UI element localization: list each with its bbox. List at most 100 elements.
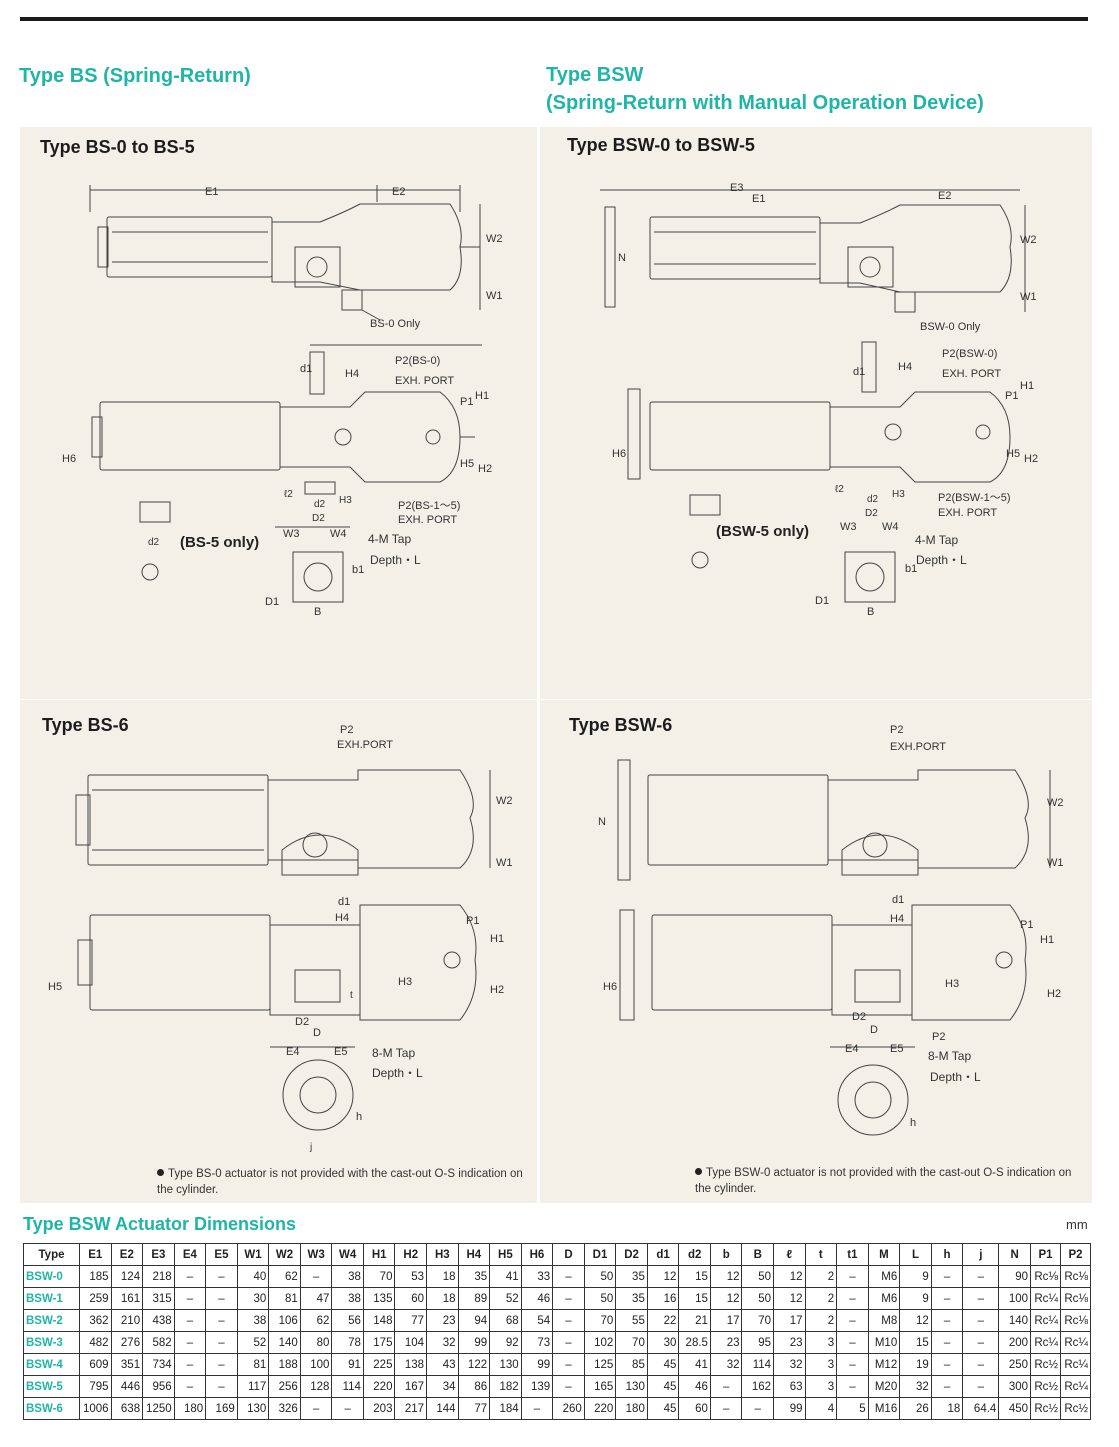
table-cell: – — [205, 1287, 238, 1310]
bsw-section-title: Type BSW — [546, 64, 644, 86]
svg-text:Depth・L: Depth・L — [930, 1070, 981, 1084]
svg-text:d2: d2 — [867, 494, 879, 505]
svg-text:H4: H4 — [890, 913, 904, 925]
table-cell: – — [962, 1309, 1000, 1332]
column-header: b — [709, 1243, 743, 1266]
table-cell: 188 — [268, 1353, 301, 1376]
table-cell: 15 — [678, 1287, 711, 1310]
table-cell: Rc¼ — [1060, 1375, 1091, 1398]
table-cell: – — [173, 1331, 207, 1354]
table-cell: 225 — [362, 1353, 396, 1376]
svg-text:E5: E5 — [334, 1046, 347, 1058]
table-cell: – — [173, 1265, 207, 1288]
svg-text:t: t — [350, 990, 353, 1001]
column-header: H1 — [362, 1243, 396, 1266]
table-cell: 3 — [804, 1375, 838, 1398]
svg-text:P1: P1 — [460, 396, 473, 408]
table-cell: 45 — [646, 1397, 680, 1420]
column-header: L — [899, 1243, 932, 1266]
table-cell: – — [173, 1287, 207, 1310]
table-cell: – — [836, 1375, 869, 1398]
table-cell: Rc⅛ — [1030, 1265, 1061, 1288]
column-header: M — [867, 1243, 901, 1266]
svg-text:H4: H4 — [335, 912, 349, 924]
table-cell: 62 — [268, 1265, 301, 1288]
table-cell: 3 — [804, 1353, 838, 1376]
bs6-title: Type BS-6 — [42, 715, 129, 735]
table-cell: 956 — [142, 1375, 175, 1398]
table-cell: 40 — [236, 1265, 270, 1288]
table-cell: 100 — [998, 1287, 1031, 1310]
bsw0-5-title: Type BSW-0 to BSW-5 — [567, 135, 755, 155]
bsw0-note-text: Type BSW-0 actuator is not provided with… — [695, 1167, 1072, 1195]
table-cell: 482 — [79, 1331, 112, 1354]
table-cell: 217 — [394, 1397, 428, 1420]
table-cell: Rc¼ — [1030, 1287, 1061, 1310]
svg-text:D2: D2 — [865, 508, 878, 519]
column-header: ℓ — [773, 1243, 806, 1266]
table-cell: 81 — [268, 1287, 301, 1310]
svg-text:H4: H4 — [898, 361, 912, 373]
table-cell: – — [836, 1353, 869, 1376]
svg-text:H2: H2 — [1047, 988, 1061, 1000]
table-cell: 28.5 — [678, 1331, 711, 1354]
svg-text:N: N — [598, 816, 606, 828]
svg-text:D2: D2 — [312, 513, 325, 524]
table-cell: – — [205, 1353, 238, 1376]
svg-text:P2: P2 — [932, 1031, 945, 1043]
svg-text:P2(BSW-0): P2(BSW-0) — [942, 348, 997, 360]
table-cell: – — [930, 1375, 964, 1398]
table-cell: 582 — [142, 1331, 175, 1354]
svg-text:P1: P1 — [466, 915, 479, 927]
svg-text:EXH. PORT: EXH. PORT — [398, 514, 457, 526]
table-cell: – — [836, 1265, 869, 1288]
table-cell: – — [299, 1397, 333, 1420]
column-header: P1 — [1030, 1243, 1061, 1266]
table-cell: 5 — [836, 1397, 869, 1420]
table-cell: 795 — [79, 1375, 112, 1398]
svg-text:E5: E5 — [890, 1043, 903, 1055]
type-cell: BSW-4 — [23, 1353, 80, 1376]
bs0-note-text: Type BS-0 actuator is not provided with … — [157, 1168, 523, 1196]
svg-text:W1: W1 — [496, 857, 513, 869]
table-cell: 50 — [741, 1287, 775, 1310]
svg-text:W3: W3 — [840, 521, 857, 533]
table-cell: M6 — [867, 1287, 901, 1310]
table-cell: 220 — [583, 1397, 617, 1420]
column-header: t1 — [836, 1243, 869, 1266]
column-header: D1 — [583, 1243, 617, 1266]
svg-text:W4: W4 — [882, 521, 899, 533]
bsw0-5-drawing: E3 E1 E2 N W2 W1 BSW-0 Only d1 H4 P2(BSW… — [600, 182, 1038, 618]
svg-text:EXH. PORT: EXH. PORT — [395, 375, 454, 387]
bullet-icon — [157, 1169, 164, 1176]
column-header: d1 — [646, 1243, 680, 1266]
table-cell: 138 — [394, 1353, 428, 1376]
svg-text:E1: E1 — [752, 193, 765, 205]
svg-text:E2: E2 — [392, 186, 405, 198]
table-cell: 41 — [489, 1265, 522, 1288]
svg-text:H2: H2 — [478, 463, 492, 475]
table-cell: 200 — [998, 1331, 1031, 1354]
svg-text:8-M Tap: 8-M Tap — [928, 1049, 971, 1063]
table-cell: 21 — [678, 1309, 711, 1332]
table-cell: – — [709, 1375, 743, 1398]
table-cell: M6 — [867, 1265, 901, 1288]
table-cell: 81 — [236, 1353, 270, 1376]
table-cell: – — [520, 1397, 554, 1420]
table-cell: 130 — [615, 1375, 648, 1398]
table-cell: – — [930, 1287, 964, 1310]
table-cell: 34 — [426, 1375, 459, 1398]
svg-text:E1: E1 — [205, 186, 218, 198]
table-cell: 140 — [268, 1331, 301, 1354]
column-header: H6 — [520, 1243, 554, 1266]
table-cell: 89 — [457, 1287, 491, 1310]
table-cell: 92 — [489, 1331, 522, 1354]
table-cell: 114 — [331, 1375, 364, 1398]
table-cell: 161 — [110, 1287, 144, 1310]
table-cell: 104 — [394, 1331, 428, 1354]
svg-text:H3: H3 — [398, 976, 412, 988]
